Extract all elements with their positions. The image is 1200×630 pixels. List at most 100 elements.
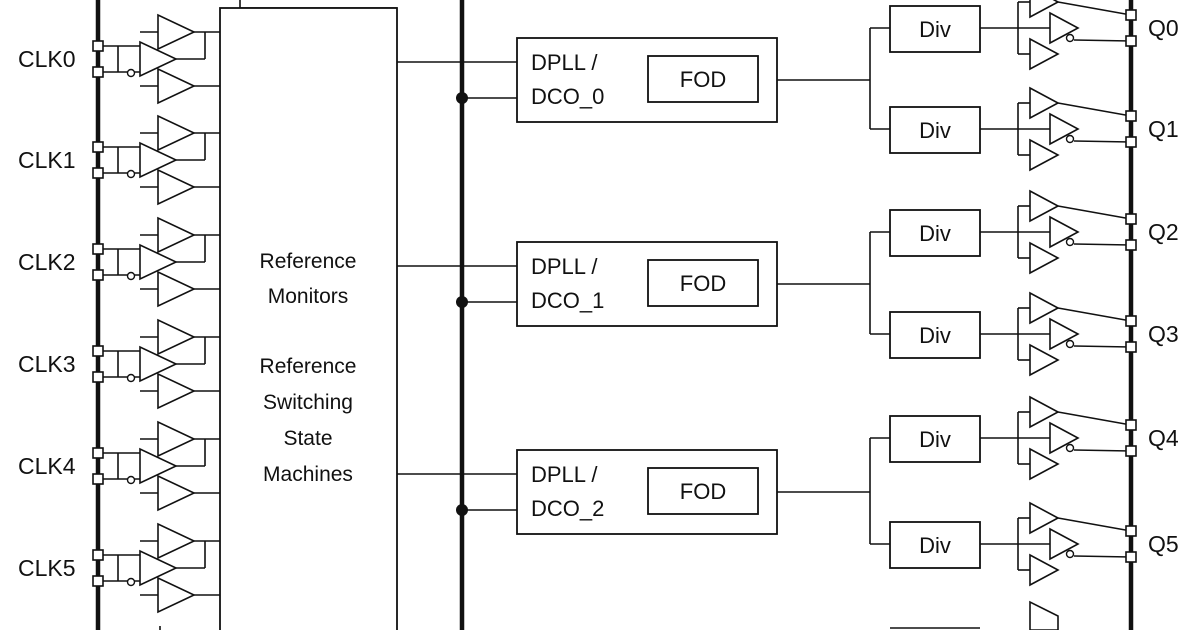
monitor-text-5: State	[283, 427, 332, 450]
inversion-bubble	[1065, 134, 1075, 144]
output-pin-positive	[1125, 315, 1137, 327]
monitor-text-4: Switching	[263, 391, 353, 414]
wire	[1057, 1, 1132, 16]
input-pin-positive	[92, 345, 104, 357]
upper-buffer-symbol	[157, 13, 196, 51]
input-label: CLK4	[18, 453, 76, 479]
input-pin-negative	[92, 371, 104, 383]
output-pin-positive	[1125, 110, 1137, 122]
output-pin-negative	[1125, 239, 1137, 251]
inversion-bubble	[1065, 237, 1075, 247]
inversion-bubble	[126, 169, 136, 179]
upper-driver-symbol	[1029, 86, 1060, 120]
input-pin-positive	[92, 447, 104, 459]
upper-driver-symbol	[1029, 395, 1060, 429]
input-pin-positive	[92, 40, 104, 52]
dpll-label-line1: DPLL /	[531, 462, 598, 487]
output-label: Q1	[1148, 116, 1179, 142]
output-pin-positive	[1125, 525, 1137, 537]
divider-box	[889, 415, 981, 463]
input-label: CLK3	[18, 351, 76, 377]
dpll-label-line2: DCO_1	[531, 288, 604, 313]
divider-box	[889, 521, 981, 569]
wire	[1073, 39, 1132, 42]
fod-box	[647, 467, 759, 515]
output-pin-negative	[1125, 551, 1137, 563]
output-pin-negative	[1125, 136, 1137, 148]
output-pin-negative	[1125, 445, 1137, 457]
divider-label: Div	[919, 323, 951, 348]
fod-label: FOD	[680, 479, 726, 504]
output-pin-positive	[1125, 213, 1137, 225]
lower-buffer-symbol	[157, 270, 196, 308]
input-label: CLK5	[18, 555, 76, 581]
inversion-bubble	[1065, 339, 1075, 349]
divider-label: Div	[919, 427, 951, 452]
input-receiver-1: CLK1	[18, 114, 220, 206]
lower-buffer-symbol	[157, 474, 196, 512]
static-structure: Reference Monitors Reference Switching S…	[95, 0, 1134, 630]
input-pin-positive	[92, 141, 104, 153]
output-label: Q0	[1148, 15, 1179, 41]
output-label: Q4	[1148, 425, 1179, 451]
lower-buffer-symbol	[157, 168, 196, 206]
wire	[1073, 555, 1132, 558]
output-label: Q3	[1148, 321, 1179, 347]
inversion-bubble	[126, 475, 136, 485]
diff-buffer-symbol	[139, 141, 178, 179]
input-pin-positive	[92, 243, 104, 255]
divider-box	[889, 311, 981, 359]
input-pin-negative	[92, 269, 104, 281]
divider-box	[889, 5, 981, 53]
upper-driver-symbol	[1029, 291, 1060, 325]
lower-driver-symbol	[1029, 447, 1060, 481]
fod-label: FOD	[680, 271, 726, 296]
lower-driver-symbol	[1029, 343, 1060, 377]
wire	[1073, 140, 1132, 143]
input-pin-negative	[92, 66, 104, 78]
bus-junction-dot	[456, 92, 468, 104]
input-receiver-2: CLK2	[18, 216, 220, 308]
diff-buffer-symbol	[139, 549, 178, 587]
dpll-label-line1: DPLL /	[531, 254, 598, 279]
dpll-block-1: DPLL / DCO_1 FOD	[397, 241, 870, 327]
monitor-text-1: Reference	[260, 250, 357, 273]
input-receiver-5: CLK5	[18, 522, 220, 614]
upper-buffer-symbol	[157, 216, 196, 254]
wire	[1057, 205, 1132, 220]
lower-driver-symbol	[1029, 37, 1060, 71]
input-pin-negative	[92, 473, 104, 485]
wire	[1073, 243, 1132, 246]
wire	[1073, 345, 1132, 348]
wire	[1057, 411, 1132, 426]
wire	[1057, 307, 1132, 322]
monitor-text-3: Reference	[260, 355, 357, 378]
upper-driver-symbol	[1029, 501, 1060, 535]
inversion-bubble	[1065, 549, 1075, 559]
input-label: CLK2	[18, 249, 76, 275]
input-pin-positive	[92, 549, 104, 561]
input-pin-negative	[92, 575, 104, 587]
wire	[1073, 449, 1132, 452]
upper-buffer-symbol	[157, 522, 196, 560]
diff-buffer-symbol	[139, 243, 178, 281]
input-receiver-3: CLK3	[18, 318, 220, 410]
output-pin-negative	[1125, 35, 1137, 47]
dpll-label-line1: DPLL /	[531, 50, 598, 75]
lower-buffer-symbol	[157, 67, 196, 105]
inversion-bubble	[1065, 443, 1075, 453]
output-label: Q2	[1148, 219, 1179, 245]
dpll-label-line2: DCO_0	[531, 84, 604, 109]
output-pin-positive	[1125, 9, 1137, 21]
lower-driver-symbol	[1029, 553, 1060, 587]
upper-driver-symbol	[1029, 189, 1060, 223]
divider-box	[889, 209, 981, 257]
output-pin-positive	[1125, 419, 1137, 431]
upper-buffer-symbol	[157, 318, 196, 356]
